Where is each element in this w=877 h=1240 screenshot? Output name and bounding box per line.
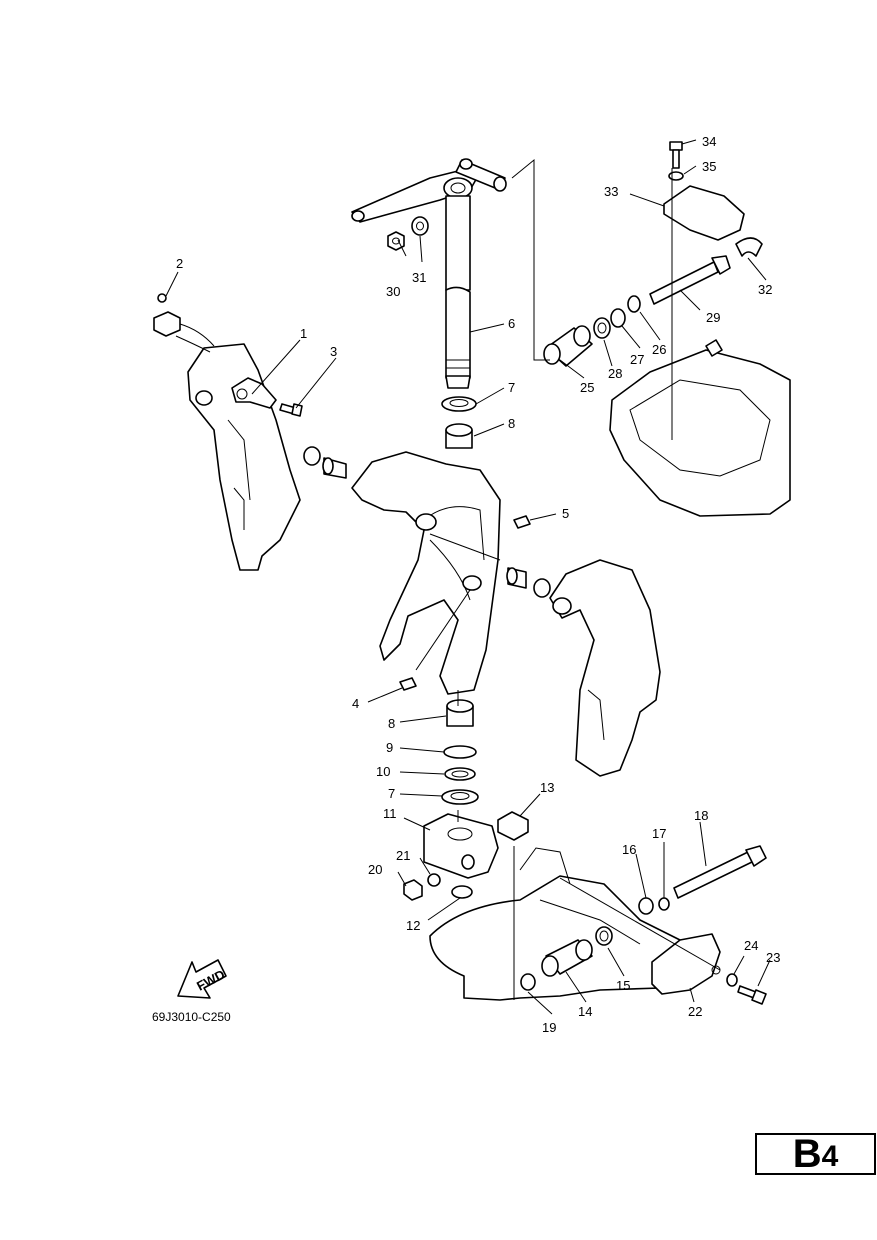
callout-8b: 8: [388, 716, 395, 731]
bracket-13: [497, 811, 529, 841]
upper-mount-bracket-33: [663, 185, 745, 241]
figure-code: 69J3010-C250: [152, 1010, 231, 1024]
callout-18: 18: [694, 808, 708, 823]
upper-casing: [609, 339, 791, 517]
cap-32: [735, 237, 763, 257]
callout-17: 17: [652, 826, 666, 841]
leader-lines: [165, 139, 771, 1015]
callout-23: 23: [766, 950, 780, 965]
bolt-34: [669, 141, 683, 169]
callout-16: 16: [622, 842, 636, 857]
callout-10: 10: [376, 764, 390, 779]
clamp-bracket-right: [549, 559, 661, 777]
grease-nipple-5: [513, 515, 531, 529]
swivel-bracket: [351, 451, 501, 695]
page-tag-number: 4: [821, 1140, 839, 1173]
nut-30: [387, 231, 405, 251]
nut-20: [403, 879, 423, 901]
fwd-arrow-icon: FWD: [177, 959, 227, 999]
callout-35: 35: [702, 159, 716, 174]
callout-3: 3: [330, 344, 337, 359]
washer-31: [411, 216, 429, 236]
callout-2: 2: [176, 256, 183, 271]
bolt-18: [673, 845, 767, 899]
callout-24: 24: [744, 938, 758, 953]
callout-12: 12: [406, 918, 420, 933]
washer-7-upper: [441, 396, 477, 412]
callout-27: 27: [630, 352, 644, 367]
steering-shaft: [445, 195, 471, 389]
bolt-29: [649, 255, 731, 305]
callout-labels: 1 2 3 4 5 6 7 8 9 10 11 12 13 14 15 16 1…: [176, 134, 780, 1035]
callout-5: 5: [562, 506, 569, 521]
callout-22: 22: [688, 1004, 702, 1019]
page-tag-letter: B: [792, 1132, 822, 1176]
callout-21: 21: [396, 848, 410, 863]
bushing-8-lower: [446, 699, 474, 727]
callout-8: 8: [508, 416, 515, 431]
washer-15: [595, 926, 613, 946]
callout-28: 28: [608, 366, 622, 381]
washer-26: [627, 295, 641, 313]
washer-21: [427, 873, 441, 887]
callout-19: 19: [542, 1020, 556, 1035]
collar-right: [506, 567, 551, 598]
lower-mount-11: [423, 813, 499, 879]
callout-33: 33: [604, 184, 618, 199]
mount-rubber-14: [541, 939, 593, 977]
callout-7: 7: [508, 380, 515, 395]
callout-9: 9: [386, 740, 393, 755]
callout-6: 6: [508, 316, 515, 331]
callout-11: 11: [383, 806, 397, 821]
washer-17: [658, 897, 670, 911]
callout-4: 4: [352, 696, 359, 711]
washer-35: [668, 171, 684, 181]
steering-arm: [351, 158, 507, 223]
washer-27: [610, 308, 626, 328]
washer-10: [444, 767, 476, 781]
clamp-bracket-left: [187, 343, 301, 571]
washer-19: [520, 973, 536, 991]
callout-34: 34: [702, 134, 716, 149]
grease-nipple-4: [399, 677, 417, 691]
callout-30: 30: [386, 284, 400, 299]
callout-1: 1: [300, 326, 307, 341]
washer-16: [638, 897, 654, 915]
callout-7b: 7: [388, 786, 395, 801]
bracket-22: [651, 933, 721, 995]
screw-3: [279, 403, 303, 417]
callout-25: 25: [580, 380, 594, 395]
bolt-23: [737, 985, 767, 1005]
callout-13: 13: [540, 780, 554, 795]
clip-12: [451, 885, 473, 899]
washer-24: [726, 973, 738, 987]
sensor-lead-2: [153, 293, 215, 353]
mount-rubber-25: [543, 325, 593, 367]
callout-15: 15: [616, 978, 630, 993]
tilt-lever-1: [231, 377, 277, 409]
collar-left: [303, 446, 347, 479]
callout-29: 29: [706, 310, 720, 325]
washer-28: [593, 317, 611, 339]
page-tag: B 4: [755, 1133, 876, 1175]
callout-20: 20: [368, 862, 382, 877]
callout-32: 32: [758, 282, 772, 297]
washer-7-lower: [441, 789, 479, 805]
o-ring-9: [443, 745, 477, 759]
bushing-8-upper: [445, 423, 473, 449]
callout-26: 26: [652, 342, 666, 357]
callout-14: 14: [578, 1004, 592, 1019]
callout-31: 31: [412, 270, 426, 285]
